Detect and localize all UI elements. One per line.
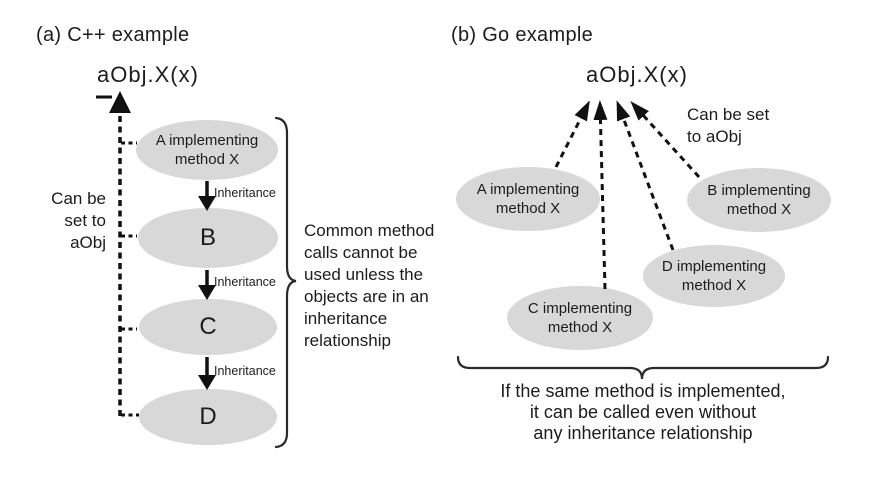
cpp-assignment-arrowhead-icon	[109, 91, 131, 113]
go-node-a-line1: A implementing	[476, 181, 580, 198]
cpp-brace-note-line: relationship	[304, 331, 391, 350]
right-section-title: (b) Go example	[451, 24, 594, 46]
cpp-node-d-ellipse	[139, 389, 277, 445]
inheritance-label-bc: Inheritance	[214, 275, 276, 289]
go-call-arrow-d	[616, 100, 675, 251]
left-side-note-line: aObj	[70, 233, 106, 252]
cpp-brace-note-line: used unless the	[304, 265, 424, 284]
go-node-d-ellipse	[643, 245, 785, 307]
left-side-note: Can be set to aObj	[38, 188, 106, 254]
go-brace-note-line: If the same method is implemented,	[500, 381, 786, 401]
go-node-c-line1: C implementing	[527, 300, 633, 317]
go-node-c-ellipse	[507, 286, 653, 350]
cpp-brace-note-line: inheritance	[304, 309, 388, 328]
cpp-brace	[274, 116, 297, 449]
cpp-node-a-ellipse	[136, 120, 278, 180]
cpp-node-b-ellipse	[138, 208, 278, 268]
left-side-note-line: set to	[64, 211, 106, 230]
go-brace-note: If the same method is implemented, it ca…	[443, 381, 843, 444]
right-side-note-line: to aObj	[687, 127, 742, 146]
cpp-node-b-label: B	[199, 224, 216, 251]
go-node-c-label: C implementing method X	[510, 299, 650, 337]
inheritance-label-cd: Inheritance	[214, 364, 276, 378]
cpp-node-c-ellipse	[139, 299, 277, 355]
go-brace	[456, 355, 830, 380]
right-side-note: Can be set to aObj	[687, 104, 769, 148]
go-brace-note-line: it can be called even without	[529, 402, 757, 422]
go-node-a-line2: method X	[495, 200, 561, 217]
go-node-a-label: A implementing method X	[458, 180, 598, 218]
cpp-node-a-line1: A implementing	[155, 132, 259, 149]
go-node-d-line2: method X	[681, 277, 747, 294]
go-brace-note-line: any inheritance relationship	[533, 423, 753, 443]
right-method-call: aObj.X(x)	[586, 62, 688, 87]
inheritance-arrowhead-cd-icon	[198, 375, 216, 390]
go-node-b-ellipse	[687, 168, 831, 232]
go-node-a-ellipse	[456, 167, 600, 231]
go-node-d-line1: D implementing	[661, 258, 767, 275]
cpp-node-c-label: C	[199, 313, 217, 340]
left-section-title: (a) C++ example	[36, 24, 190, 46]
go-call-arrow-b	[630, 101, 701, 179]
cpp-brace-note-line: objects are in an	[304, 287, 429, 306]
cpp-node-a-line2: method X	[174, 151, 240, 168]
cpp-node-d-label: D	[199, 403, 217, 430]
go-node-b-label: B implementing method X	[689, 181, 829, 219]
go-node-c-line2: method X	[547, 319, 613, 336]
inheritance-label-ab: Inheritance	[214, 186, 276, 200]
right-side-note-line: Can be set	[687, 105, 770, 124]
cpp-brace-note-line: Common method	[304, 221, 435, 240]
go-call-arrow-a	[554, 100, 590, 168]
go-node-b-line2: method X	[726, 201, 792, 218]
go-node-d-label: D implementing method X	[644, 257, 784, 295]
inheritance-arrowhead-bc-icon	[198, 285, 216, 300]
go-call-arrow-c	[593, 100, 608, 290]
left-method-call: aObj.X(x)	[97, 62, 199, 87]
left-side-note-line: Can be	[51, 189, 106, 208]
cpp-brace-note-line: calls cannot be	[304, 243, 418, 262]
inheritance-arrowhead-ab-icon	[198, 196, 216, 211]
cpp-node-a-label: A implementing method X	[137, 131, 277, 169]
cpp-brace-note: Common method calls cannot be used unles…	[304, 220, 474, 352]
go-node-b-line1: B implementing	[707, 182, 811, 199]
